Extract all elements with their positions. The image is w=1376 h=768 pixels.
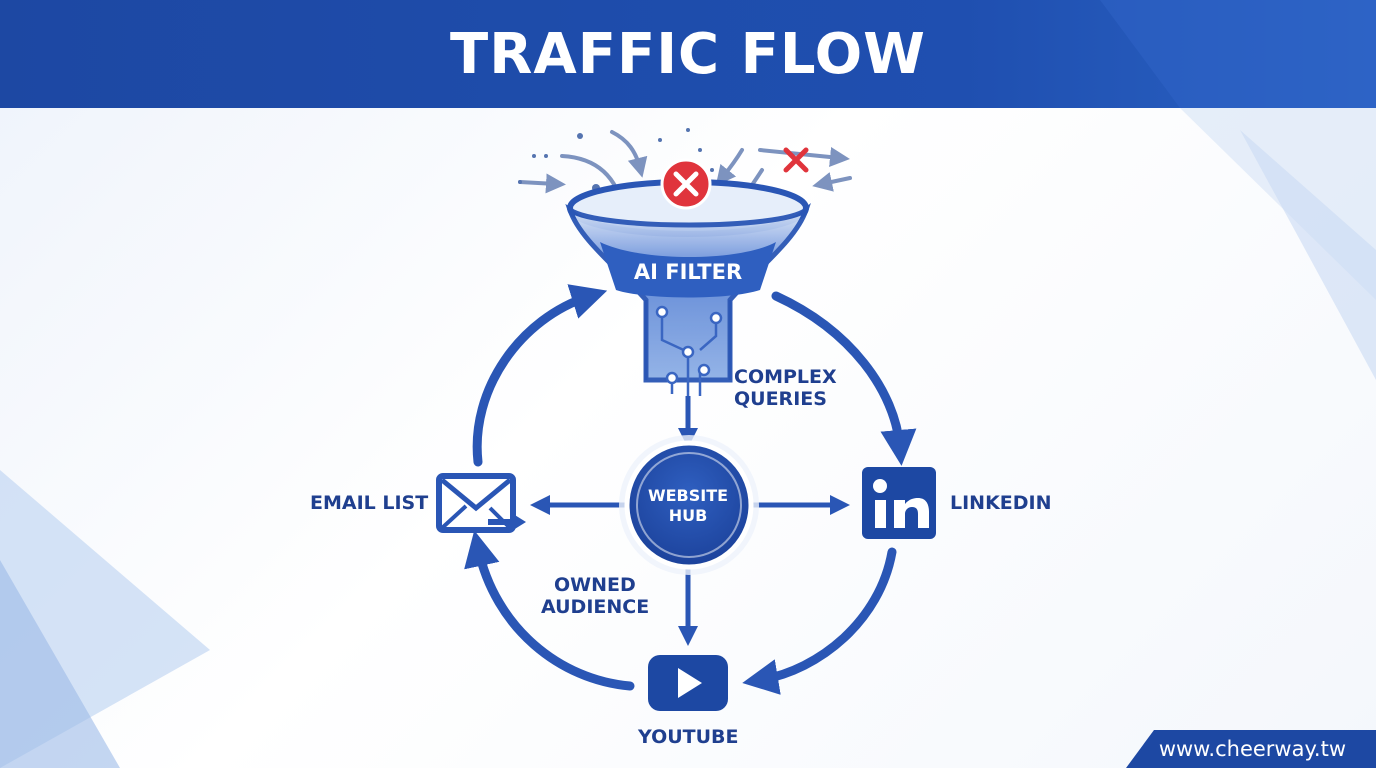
linkedin-icon xyxy=(862,467,936,539)
hub-spokes xyxy=(530,396,850,646)
footer-url: www.cheerway.tw xyxy=(1158,737,1346,761)
youtube-label: YOUTUBE xyxy=(638,726,739,748)
funnel-icon xyxy=(565,179,811,396)
linkedin-label: LINKEDIN xyxy=(950,492,1052,514)
hub-label-line2: HUB xyxy=(668,506,708,525)
email-list-label: EMAIL LIST xyxy=(310,492,429,514)
email-icon xyxy=(436,473,526,533)
youtube-icon xyxy=(648,655,728,711)
reject-x-icon xyxy=(660,158,712,210)
reject-x-small-icon xyxy=(783,147,809,173)
owned-audience-label-2: AUDIENCE xyxy=(541,596,650,618)
website-hub xyxy=(619,435,759,575)
hub-label-line1: WEBSITE xyxy=(647,486,729,505)
owned-audience-label-1: OWNED xyxy=(554,574,636,596)
website-hub-label: WEBSITE HUB xyxy=(624,486,752,526)
footer-url-banner: www.cheerway.tw xyxy=(1126,730,1376,768)
complex-queries-label-1: COMPLEX xyxy=(734,366,837,388)
ai-filter-label: AI FILTER xyxy=(633,260,743,284)
page-title: TRAFFIC FLOW xyxy=(450,21,926,87)
complex-queries-label-2: QUERIES xyxy=(734,388,827,410)
cycle-arrows xyxy=(464,284,917,695)
